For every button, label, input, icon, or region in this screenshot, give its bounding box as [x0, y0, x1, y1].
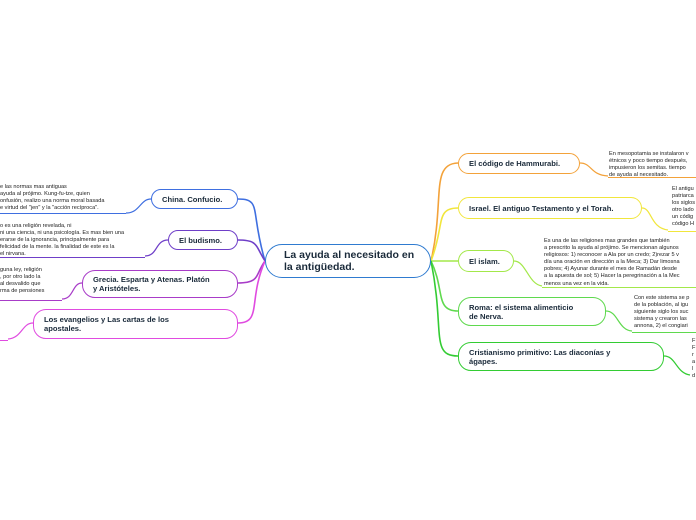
branch-china[interactable]: China. Confucio.	[151, 189, 238, 209]
note-china-underline	[0, 213, 126, 214]
branch-roma[interactable]: Roma: el sistema alimenticio de Nerva.	[458, 297, 606, 326]
link-note-grecia	[61, 282, 83, 300]
note-line: o es una religión revelada, ni	[0, 223, 72, 229]
branch-roma-line1: Roma: el sistema alimenticio	[469, 302, 574, 312]
note-line: onfusión, realizo una norma moral basada	[0, 198, 105, 205]
note-line: El antigu	[672, 186, 694, 192]
note-line: impusieron los semitas. tiempo	[609, 165, 686, 172]
note-line: e las normas mas antiguas	[0, 184, 67, 190]
note-line: F	[692, 338, 696, 344]
note-line: , por otro lado la	[0, 274, 41, 281]
note-budismo-underline	[0, 257, 145, 258]
note-line: ayuda al prójimo. Kung-fu-tze, quien	[0, 191, 90, 198]
link-note-china	[125, 198, 152, 214]
note-line: al desvalido que	[0, 281, 41, 288]
note-israel[interactable]: El antigu patriarca los siglos otro lado…	[672, 186, 696, 229]
note-line: el nirvana.	[0, 251, 26, 258]
note-line: religiosos: 1) reconocer a Ala por un cr…	[544, 252, 679, 259]
link-note-islam	[513, 260, 543, 287]
branch-hammurabi-label: El código de Hammurabi.	[469, 159, 561, 168]
branch-cristianismo[interactable]: Cristianismo primitivo: Las diaconías y …	[458, 342, 664, 371]
note-line: étnicos y poco tiempo después,	[609, 158, 688, 165]
note-line: otro lado	[672, 207, 694, 214]
branch-roma-line2: de Nerva.	[469, 311, 504, 321]
branch-budismo-label: El budismo.	[179, 235, 223, 245]
note-line: pobres; 4) Ayunar durante el mes de Rama…	[544, 266, 677, 273]
branch-china-label: China. Confucio.	[162, 194, 223, 204]
link-note-evangelios	[7, 322, 34, 340]
note-islam[interactable]: Es una de las religiones mas grandes que…	[544, 238, 696, 288]
note-line: Es una de las religiones mas grandes que…	[544, 238, 670, 244]
note-grecia[interactable]: guna ley, religión , por otro lado la al…	[0, 267, 62, 295]
branch-hammurabi[interactable]: El código de Hammurabi.	[458, 153, 580, 174]
note-evangelios-underline	[0, 340, 8, 341]
note-line: ni una ciencia, ni una psicología. Es ma…	[0, 230, 125, 237]
central-topic-line1: La ayuda al necesitado en	[284, 249, 415, 261]
note-line: de ayuda al necesitado.	[609, 172, 669, 179]
branch-evangelios-line1: Los evangelios y Las cartas de los	[44, 315, 169, 324]
branch-grecia[interactable]: Grecia. Esparta y Atenas. Platón y Arist…	[82, 270, 238, 298]
note-line: erarse de la ignorancia, principalmente …	[0, 237, 110, 244]
link-cristianismo	[430, 260, 459, 357]
note-line: En mesopotamia se instalaron v	[609, 151, 689, 157]
note-line: Con este sistema se p	[634, 295, 690, 301]
link-note-roma	[605, 310, 633, 332]
branch-cristianismo-line1: Cristianismo primitivo: Las diaconías y	[469, 347, 611, 357]
branch-islam[interactable]: El islam.	[458, 250, 514, 272]
branch-cristianismo-line2: ágapes.	[469, 356, 498, 366]
note-line: a la apuesta de sol; 5) Hacer la peregri…	[544, 273, 680, 280]
note-line: guna ley, religión	[0, 267, 42, 273]
note-hammurabi[interactable]: En mesopotamia se instalaron v étnicos y…	[609, 151, 696, 179]
branch-evangelios[interactable]: Los evangelios y Las cartas de los apost…	[33, 309, 238, 339]
branch-israel-label: Israel. El antiguo Testamento y el Torah…	[469, 203, 614, 213]
note-line: código H	[672, 221, 695, 228]
link-china	[237, 198, 266, 262]
link-evangelios	[237, 260, 266, 324]
note-islam-underline	[542, 287, 696, 288]
note-israel-underline	[668, 231, 696, 232]
note-line: a prescrito la ayuda al prójimo. Se menc…	[544, 245, 679, 252]
link-israel	[430, 207, 459, 262]
central-topic[interactable]: La ayuda al necesitado en la antigüedad.	[265, 244, 431, 278]
note-budismo[interactable]: o es una religión revelada, ni ni una ci…	[0, 223, 145, 258]
link-note-budismo	[144, 239, 169, 257]
link-roma	[430, 260, 459, 312]
note-line: sistema y crearon las	[634, 316, 687, 323]
note-line: d	[692, 373, 696, 380]
link-hammurabi	[430, 162, 459, 262]
note-grecia-underline	[0, 300, 62, 301]
branch-budismo[interactable]: El budismo.	[168, 230, 238, 250]
branch-israel[interactable]: Israel. El antiguo Testamento y el Torah…	[458, 197, 642, 219]
note-line: de la población, al igu	[634, 302, 689, 309]
note-china[interactable]: e las normas mas antiguas ayuda al próji…	[0, 184, 126, 212]
central-topic-line2: la antigüedad.	[284, 261, 355, 273]
link-note-hammurabi	[579, 162, 609, 177]
link-note-cristianismo	[663, 355, 691, 376]
branch-grecia-line2: y Aristóteles.	[93, 284, 141, 293]
note-line: felicidad de la mente. la finalidad de e…	[0, 244, 115, 251]
note-line: l	[692, 366, 694, 373]
note-line: un códig	[672, 214, 694, 221]
note-line: rma de pensiones	[0, 288, 45, 295]
note-line: menos una vez en la vida.	[544, 280, 609, 287]
branch-islam-label: El islam.	[469, 256, 500, 266]
note-line: r	[692, 352, 694, 359]
note-line: e virtud del "jen" y la "acción recíproc…	[0, 205, 99, 212]
note-line: día una oración en dirección a la Meca; …	[544, 259, 680, 266]
note-hammurabi-underline	[608, 177, 696, 178]
note-line: los siglos	[672, 200, 696, 207]
link-budismo	[237, 239, 266, 262]
branch-grecia-line1: Grecia. Esparta y Atenas. Platón	[93, 275, 210, 284]
branch-evangelios-line2: apostales.	[44, 324, 82, 333]
note-roma-underline	[632, 332, 696, 333]
note-line: siguiente siglo los suc	[634, 309, 689, 316]
note-line: annona, 2) el congiari	[634, 323, 688, 330]
note-cristianismo[interactable]: F F r a l d	[692, 338, 696, 381]
note-line: F	[692, 345, 696, 352]
note-line: patriarca	[672, 193, 694, 200]
note-line: a	[692, 359, 696, 366]
link-note-israel	[641, 207, 669, 231]
note-roma[interactable]: Con este sistema se p de la población, a…	[634, 295, 696, 330]
